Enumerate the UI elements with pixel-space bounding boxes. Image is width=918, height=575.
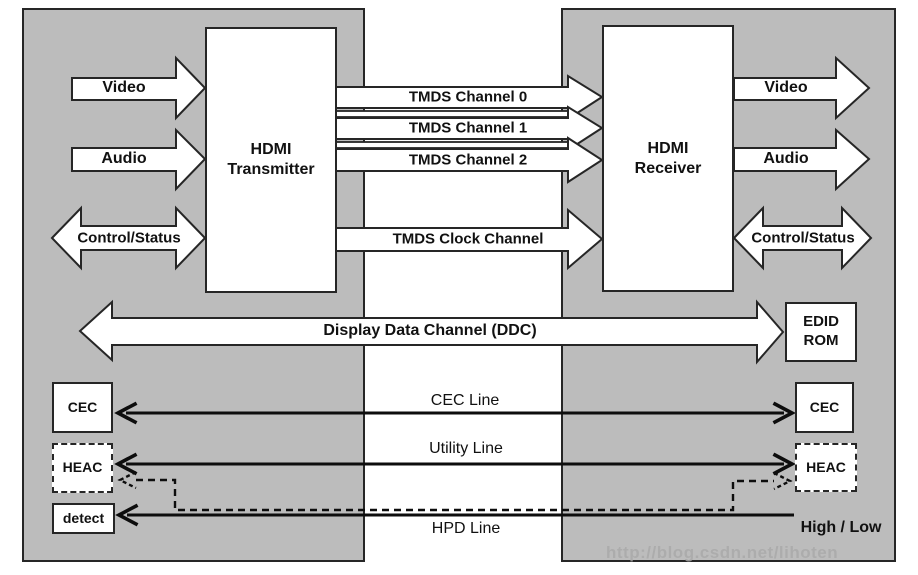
tmds-channel1-label: TMDS Channel 1 [408, 119, 528, 137]
transmitter-label-line2: Transmitter [227, 161, 315, 178]
tmds-channel2-label: TMDS Channel 2 [408, 151, 528, 169]
heac-box-left: HEAC [52, 443, 113, 493]
receiver-label-line2: Receiver [634, 159, 702, 177]
tmds-clock-arrow [334, 207, 604, 271]
utility-line [114, 452, 796, 476]
hdmi-receiver-box: HDMI Receiver [602, 25, 734, 292]
audio-in-arrow [71, 127, 207, 192]
heac-box-right: HEAC [795, 443, 857, 492]
cec-line-label: CEC Line [430, 392, 500, 409]
heac-left-label: HEAC [62, 459, 103, 476]
video-in-label: Video [102, 79, 146, 96]
hdmi-transmitter-box: HDMI Transmitter [205, 27, 337, 293]
audio-in-label: Audio [101, 150, 147, 167]
tmds-clock-label: TMDS Clock Channel [392, 230, 544, 248]
tmds-channel1-arrow [334, 105, 604, 152]
cec-line [114, 401, 796, 425]
hpd-line [115, 503, 794, 527]
ddc-arrow [78, 299, 785, 365]
cec-box-right: CEC [795, 382, 854, 433]
control-status-left-label: Control/Status [77, 229, 181, 247]
heac-dashed-link [117, 470, 793, 512]
ddc-label: Display Data Channel (DDC) [323, 322, 537, 339]
control-status-right-arrow [732, 205, 873, 271]
edid-rom-box: EDID ROM [785, 302, 857, 362]
audio-out-label: Audio [763, 150, 809, 167]
hpd-state-label: High / Low [800, 519, 882, 536]
video-out-label: Video [764, 79, 808, 96]
transmitter-label-line1: HDMI [250, 141, 292, 158]
receiver-label-line1: HDMI [647, 139, 689, 157]
watermark-text: http://blog.csdn.net/lihoten [606, 543, 839, 562]
cec-right-label: CEC [809, 398, 840, 415]
heac-right-label: HEAC [806, 458, 846, 475]
edid-label-line2: ROM [803, 332, 839, 349]
tmds-channel2-arrow [334, 136, 604, 184]
detect-box: detect [52, 503, 115, 534]
tmds-strip-2 [334, 141, 570, 149]
tmds-channel0-label: TMDS Channel 0 [408, 88, 528, 106]
utility-line-label: Utility Line [429, 440, 503, 457]
video-in-arrow [71, 55, 207, 121]
control-status-right-label: Control/Status [751, 229, 855, 247]
cec-left-label: CEC [67, 398, 98, 415]
cec-box-left: CEC [52, 382, 113, 433]
tmds-strip-1 [334, 110, 570, 118]
tmds-channel0-arrow [334, 74, 604, 121]
detect-label: detect [62, 509, 105, 526]
video-out-arrow [733, 55, 871, 121]
hpd-line-label: HPD Line [431, 520, 501, 537]
audio-out-arrow [733, 127, 871, 192]
edid-label-line1: EDID [803, 313, 839, 331]
